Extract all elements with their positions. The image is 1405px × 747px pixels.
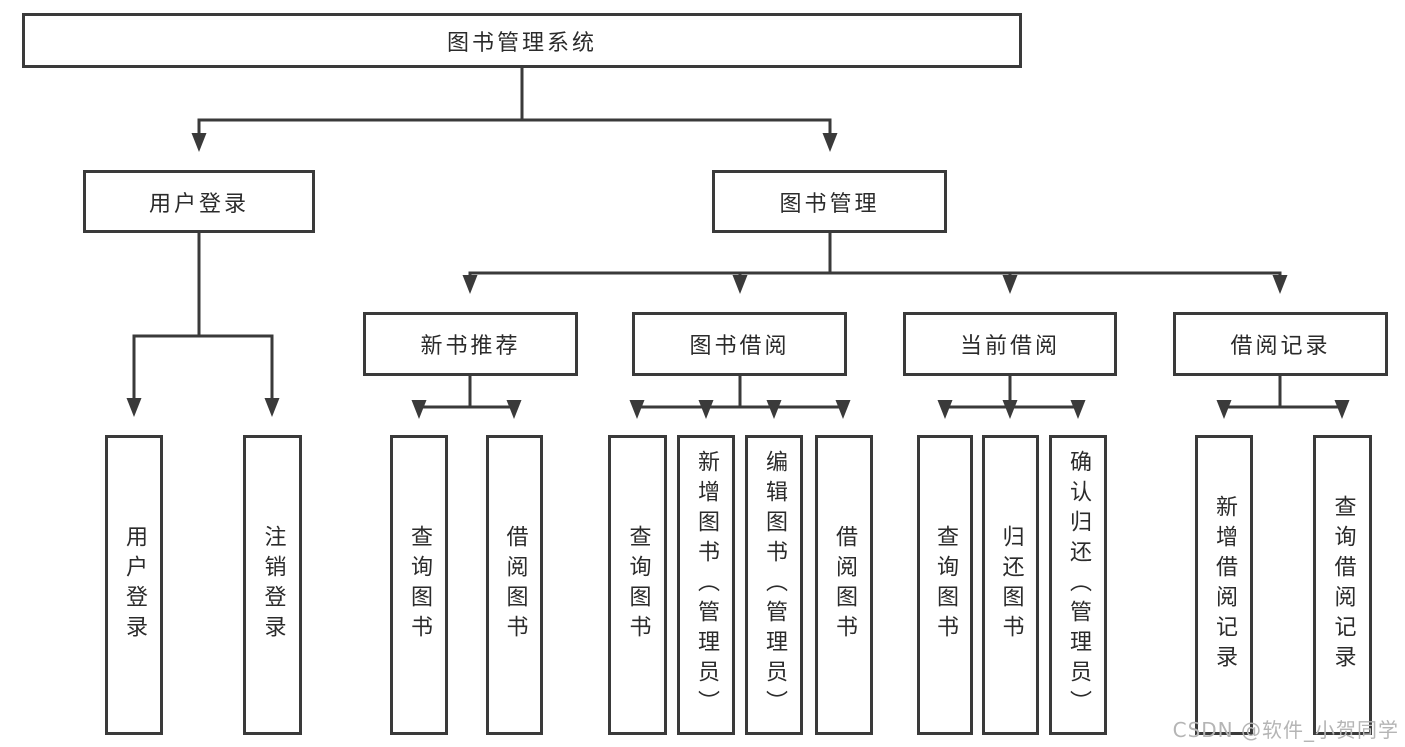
leaf-label: 借阅图书 xyxy=(502,525,528,645)
leaf-query-books-recommend: 查询图书 xyxy=(390,435,448,735)
leaf-label: 新增借阅记录 xyxy=(1212,495,1237,675)
leaf-borrow-books-recommend: 借阅图书 xyxy=(486,435,543,735)
leaf-label: 查询图书 xyxy=(407,525,432,645)
leaf-add-book-admin: 新增图书（管理员） xyxy=(677,435,735,735)
leaf-edit-book-admin: 编辑图书（管理员） xyxy=(745,435,803,735)
leaf-user-login: 用户登录 xyxy=(105,435,163,735)
leaf-borrow-books-borrowing: 借阅图书 xyxy=(815,435,873,735)
leaf-label: 查询图书 xyxy=(933,525,958,645)
node-book-management: 图书管理 xyxy=(712,170,947,233)
leaf-label: 注销登录 xyxy=(260,525,286,645)
leaf-label: 归还图书 xyxy=(998,525,1024,645)
node-book-borrowing: 图书借阅 xyxy=(632,312,847,376)
leaf-label: 借阅图书 xyxy=(832,525,857,645)
leaf-logout: 注销登录 xyxy=(243,435,302,735)
leaf-label: 编辑图书（管理员） xyxy=(762,450,787,720)
leaf-return-book: 归还图书 xyxy=(982,435,1039,735)
leaf-label: 查询借阅记录 xyxy=(1330,495,1356,675)
leaf-confirm-return-admin: 确认归还（管理员） xyxy=(1049,435,1107,735)
leaf-label: 查询图书 xyxy=(625,525,651,645)
node-new-book-recommend: 新书推荐 xyxy=(363,312,578,376)
leaf-query-books-current: 查询图书 xyxy=(917,435,973,735)
leaf-add-borrow-record: 新增借阅记录 xyxy=(1195,435,1253,735)
node-library-system: 图书管理系统 xyxy=(22,13,1022,68)
leaf-label: 新增图书（管理员） xyxy=(694,450,719,720)
node-current-borrowing: 当前借阅 xyxy=(903,312,1117,376)
leaf-query-books-borrowing: 查询图书 xyxy=(608,435,667,735)
leaf-query-borrow-record: 查询借阅记录 xyxy=(1313,435,1372,735)
node-user-login: 用户登录 xyxy=(83,170,315,233)
node-borrow-records: 借阅记录 xyxy=(1173,312,1388,376)
leaf-label: 确认归还（管理员） xyxy=(1066,450,1091,720)
leaf-label: 用户登录 xyxy=(122,525,147,645)
csdn-watermark: CSDN @软件_小贺同学 xyxy=(1172,718,1399,742)
